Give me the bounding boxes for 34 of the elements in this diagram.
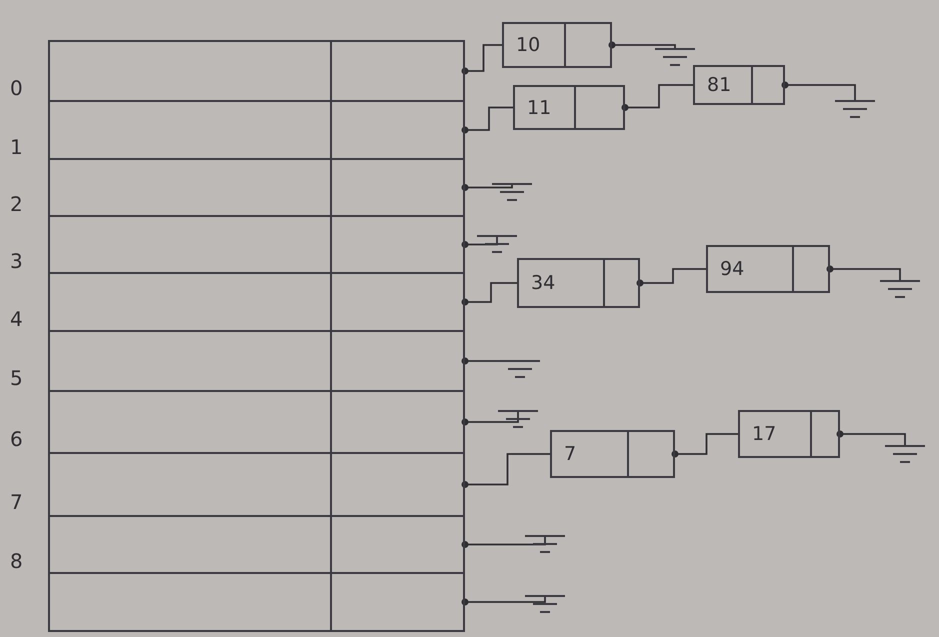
node-value: 17 bbox=[751, 423, 776, 445]
node-value: 7 bbox=[563, 443, 576, 465]
node-value: 10 bbox=[515, 34, 540, 56]
index-label: 8 bbox=[10, 549, 23, 574]
list-node bbox=[693, 65, 785, 105]
ground-symbol bbox=[525, 595, 565, 615]
ground-symbol bbox=[492, 183, 532, 203]
index-label: 4 bbox=[10, 307, 23, 331]
node-value: 11 bbox=[526, 96, 552, 118]
list-node bbox=[706, 245, 830, 293]
index-label: 2 bbox=[10, 192, 23, 216]
ground-symbol bbox=[498, 410, 538, 430]
ground-symbol bbox=[835, 100, 875, 120]
node-value: 94 bbox=[719, 258, 744, 280]
ground-symbol bbox=[880, 280, 920, 300]
node-value: 81 bbox=[706, 74, 732, 96]
table-row bbox=[48, 572, 465, 632]
index-label: 3 bbox=[10, 249, 23, 274]
index-label: 7 bbox=[10, 490, 23, 514]
ground-symbol bbox=[500, 360, 540, 380]
ground-symbol bbox=[477, 235, 517, 255]
index-label: 0 bbox=[10, 76, 23, 100]
list-node bbox=[513, 85, 625, 130]
ground-symbol bbox=[525, 535, 565, 555]
index-label: 6 bbox=[10, 427, 23, 452]
list-node bbox=[502, 22, 612, 68]
node-value: 34 bbox=[530, 272, 556, 294]
list-node bbox=[738, 410, 840, 458]
ground-symbol bbox=[885, 445, 925, 465]
index-label: 5 bbox=[10, 366, 23, 390]
index-label: 1 bbox=[10, 135, 23, 159]
ground-symbol bbox=[655, 48, 695, 68]
list-node bbox=[517, 258, 640, 308]
list-node bbox=[550, 430, 675, 478]
